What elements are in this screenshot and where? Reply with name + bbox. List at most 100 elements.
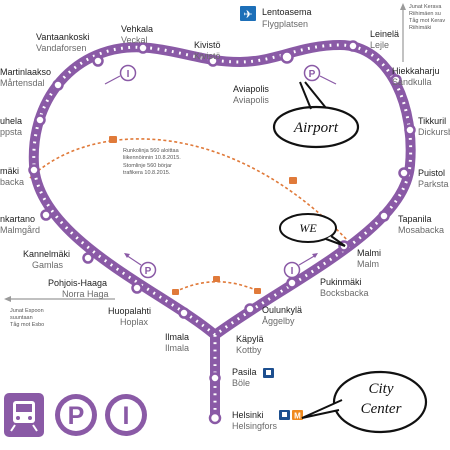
station-name-fi: Huopalahti — [108, 306, 151, 316]
station-name-sv: Gamlas — [32, 260, 64, 270]
station-name-sv: Aviapolis — [233, 95, 269, 105]
station-name-sv: Malmgård — [0, 225, 40, 235]
station-name-sv: Vandaforsen — [36, 43, 86, 53]
kerava-note: Riihimäki — [409, 25, 431, 31]
bus-route-560 — [29, 136, 351, 295]
station-name-fi: Lentoasema — [262, 7, 312, 17]
station-name-sv: Bocksbacka — [320, 288, 369, 298]
station-marker[interactable] — [40, 209, 52, 221]
station-name-fi: uhela — [0, 116, 22, 126]
station-name-fi: nkartano — [0, 214, 35, 224]
bus-route-note: Stomlinje 560 börjar — [123, 163, 172, 169]
airport-station-label[interactable]: ✈ Lentoasema Flygplatsen — [240, 6, 312, 29]
station-name-fi: mäki — [0, 166, 19, 176]
bus-stop-icon — [109, 136, 117, 143]
svg-text:✈: ✈ — [243, 9, 252, 21]
city-center-callout-text: Center — [361, 401, 402, 417]
station-marker[interactable] — [207, 55, 219, 67]
station-name-fi: Vantaankoski — [36, 32, 89, 42]
station-name-fi: Pasila — [232, 367, 257, 377]
station-name-fi: Vehkala — [121, 24, 153, 34]
station-marker[interactable] — [92, 55, 104, 67]
station-marker[interactable] — [208, 411, 222, 425]
transfer-icons: M — [263, 368, 303, 421]
station-name-sv: Norra Haga — [62, 289, 109, 299]
station-labels: Leinelä Lejle Kivistö Kivistö Vehkala Ve… — [0, 24, 450, 431]
station-name-sv: backa — [0, 177, 24, 187]
city-center-callout-text: City — [369, 381, 394, 397]
station-name-sv: Mosabacka — [398, 225, 444, 235]
station-name-fi: Kannelmäki — [23, 249, 70, 259]
station-name-sv: Sandkulla — [392, 77, 432, 87]
station-name-fi: Leinelä — [370, 29, 399, 39]
station-name-sv: Malm — [357, 259, 379, 269]
station-marker[interactable] — [82, 252, 94, 264]
station-marker[interactable] — [209, 372, 221, 384]
station-name-sv: Ilmala — [165, 343, 189, 353]
bus-stop-icon — [172, 289, 179, 295]
ring-p-symbol: P — [309, 69, 316, 80]
station-marker[interactable] — [390, 74, 402, 86]
bus-stop-icon — [289, 177, 297, 184]
station-name-fi: Pukinmäki — [320, 277, 362, 287]
station-name-fi: Käpylä — [236, 334, 264, 344]
station-marker[interactable] — [286, 277, 298, 289]
bus-route-note: liikennöinnin 10.8.2015. — [123, 155, 181, 161]
station-marker[interactable] — [244, 303, 256, 315]
station-marker[interactable] — [137, 42, 149, 54]
station-name-fi: Tikkuril — [418, 116, 446, 126]
bus-route-note: trafikera 10.8.2015. — [123, 170, 171, 176]
station-name-sv: Hoplax — [120, 317, 149, 327]
ring-rail-line — [28, 40, 416, 420]
metro-symbol: M — [294, 412, 301, 421]
station-name-sv: Parksta — [418, 179, 449, 189]
station-name-sv: Kivistö — [194, 51, 221, 61]
bus-route-note: Runkolinja 560 aloittaa — [123, 148, 180, 154]
airport-callout: Airport — [272, 81, 360, 149]
station-marker[interactable] — [178, 307, 190, 319]
kerava-note: Riihimäen su — [409, 11, 441, 17]
station-marker[interactable] — [34, 114, 46, 126]
station-markers — [28, 40, 416, 425]
station-name-sv: Böle — [232, 378, 250, 388]
station-marker[interactable] — [131, 282, 143, 294]
station-name-sv: Helsingfors — [232, 421, 278, 431]
station-marker[interactable] — [52, 79, 64, 91]
airport-callout-text: Airport — [293, 120, 339, 136]
station-marker[interactable] — [347, 40, 359, 52]
station-name-fi: Malmi — [357, 248, 381, 258]
station-name-fi: Ilmala — [165, 332, 189, 342]
station-marker[interactable] — [404, 124, 416, 136]
station-name-sv: Dickursb — [418, 127, 450, 137]
we-callout: WE — [279, 213, 346, 247]
ring-p-symbol: P — [145, 266, 152, 277]
metro-icon — [292, 410, 303, 420]
legend: P I — [4, 393, 147, 437]
bus-stop-icon — [254, 288, 261, 294]
city-center-callout: City Center — [301, 370, 428, 434]
station-name-sv: Åggelby — [262, 316, 295, 326]
station-marker[interactable] — [280, 50, 294, 64]
station-name-fi: Oulunkylä — [262, 305, 302, 315]
station-name-fi: Helsinki — [232, 410, 264, 420]
station-name-sv: ppsta — [0, 127, 22, 137]
station-name-sv: Veckal — [121, 35, 148, 45]
espoo-note: suuntaan — [10, 315, 33, 321]
bus-stop-icon — [213, 276, 220, 282]
airport-icon — [240, 6, 256, 21]
we-callout-text: WE — [299, 221, 317, 235]
station-marker[interactable] — [378, 210, 390, 222]
station-name-fi: Hiekkaharju — [392, 66, 440, 76]
kerava-note: Junat Kerava — [409, 4, 442, 10]
ring-i-symbol: I — [291, 266, 294, 277]
station-name-sv: Mårtensdal — [0, 78, 45, 88]
station-marker[interactable] — [28, 164, 40, 176]
legend-i-symbol: I — [123, 402, 130, 430]
station-name-fi: Pohjois-Haaga — [48, 278, 107, 288]
station-name-fi: Tapanila — [398, 214, 432, 224]
espoo-note: Junat Espoon — [10, 308, 44, 314]
station-name-fi: Martinlaakso — [0, 67, 51, 77]
station-name-sv: Lejle — [370, 40, 389, 50]
ring-i-symbol: I — [127, 69, 130, 80]
station-marker[interactable] — [398, 167, 410, 179]
